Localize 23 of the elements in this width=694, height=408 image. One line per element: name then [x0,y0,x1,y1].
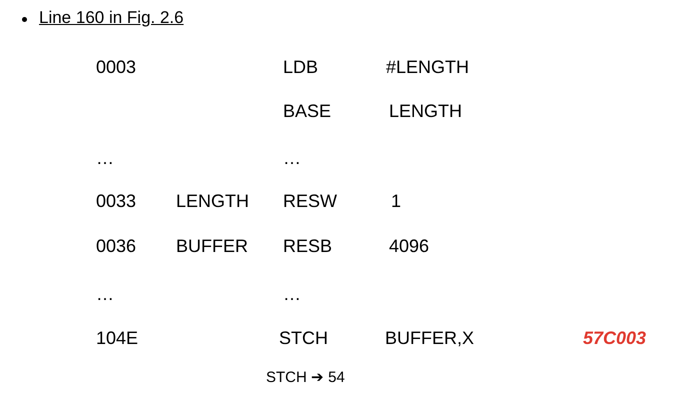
code-token: LENGTH [176,191,250,212]
code-token: LENGTH [389,101,462,122]
code-token: RESW [283,191,337,212]
object-code: 57C003 [583,328,646,349]
code-token: … [283,148,301,169]
code-token: BUFFER,X [385,328,474,349]
code-token: BASE [283,101,332,122]
code-token: 104E [96,328,138,349]
title: Line 160 in Fig. 2.6 [39,8,184,28]
code-token: 0036 [96,236,136,257]
code-token: LDB [283,57,318,78]
code-token: 4096 [389,236,430,257]
code-token: RESB [283,236,332,257]
code-token: … [283,284,301,305]
code-token: 1 [391,191,402,212]
code-token: #LENGTH [386,57,470,78]
code-token: 0033 [96,191,136,212]
code-token: BUFFER [176,236,248,257]
code-token: 0003 [96,57,136,78]
note-text: STCH ➔ 54 [266,369,345,386]
code-token: … [96,284,114,305]
code-token: STCH [279,328,328,349]
code-token: … [96,148,114,169]
